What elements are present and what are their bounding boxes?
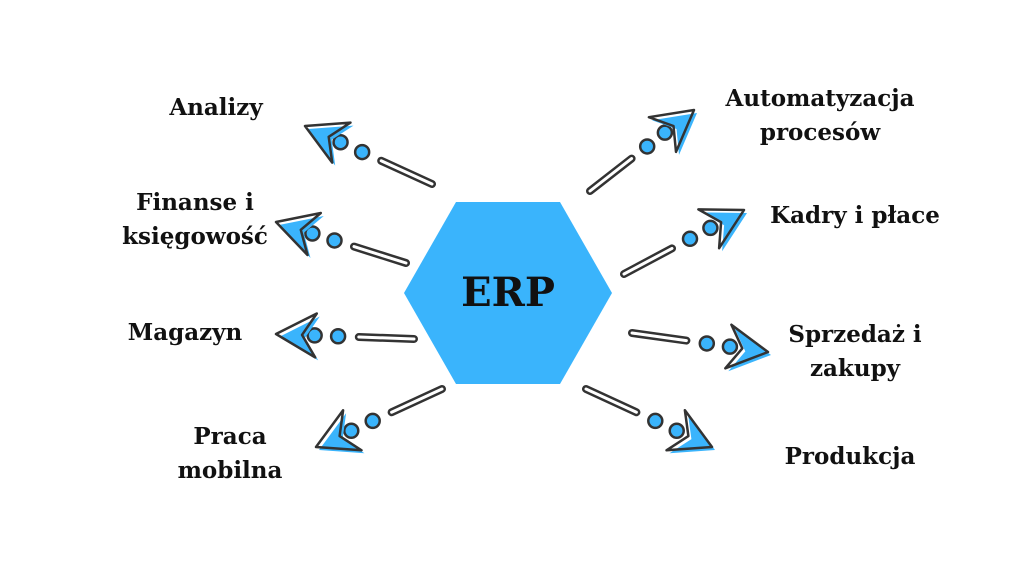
connector-dot bbox=[332, 133, 349, 151]
arrow-head-icon bbox=[724, 323, 770, 370]
connector-dot bbox=[681, 230, 699, 248]
arrow-head-icon bbox=[274, 211, 323, 257]
connector-sprzedaz bbox=[628, 323, 771, 372]
connector-dot bbox=[638, 138, 656, 155]
connector-automatyzacja bbox=[586, 108, 697, 195]
arrow-head-icon bbox=[303, 121, 352, 164]
connector-dot bbox=[329, 328, 347, 345]
connector-dot bbox=[656, 124, 674, 141]
node-label-produkcja: Produkcja bbox=[784, 443, 916, 470]
arrow-head-icon bbox=[314, 409, 363, 452]
connector-dot bbox=[721, 338, 739, 355]
arrow-head-icon bbox=[697, 208, 746, 250]
connector-dot bbox=[326, 232, 343, 249]
node-label-sprzedaz: Sprzedaż i zakupy bbox=[788, 321, 922, 382]
arrow-head-icon bbox=[665, 409, 714, 452]
node-label-magazyn: Magazyn bbox=[127, 319, 243, 346]
connector-dot bbox=[353, 143, 371, 161]
connector-dot bbox=[702, 219, 719, 237]
connectors bbox=[274, 108, 771, 454]
connector-dot bbox=[343, 422, 360, 440]
node-label-finanse: Finanse i księgowość bbox=[122, 189, 268, 250]
connector-dot bbox=[668, 422, 685, 440]
connector-dot bbox=[306, 327, 323, 344]
node-label-analizy: Analizy bbox=[169, 94, 263, 121]
erp-hexagon bbox=[404, 202, 612, 384]
arrow-head-icon bbox=[274, 312, 319, 359]
node-label-kadry: Kadry i płace bbox=[770, 202, 940, 229]
node-label-automatyzacja: Automatyzacja procesów bbox=[725, 85, 915, 146]
connector-dot bbox=[304, 225, 321, 242]
erp-center-label: ERP bbox=[461, 269, 555, 316]
connector-dot bbox=[698, 335, 716, 352]
arrow-head-icon bbox=[647, 108, 696, 154]
connector-kadry bbox=[620, 208, 747, 278]
connector-dot bbox=[647, 412, 664, 430]
connector-analizy bbox=[303, 121, 436, 188]
connector-dot bbox=[364, 412, 381, 430]
connector-magazyn bbox=[274, 312, 418, 361]
connector-produkcja bbox=[582, 385, 715, 454]
node-label-praca: Praca mobilna bbox=[177, 423, 283, 484]
connector-praca bbox=[314, 385, 446, 454]
connector-finanse bbox=[274, 211, 410, 267]
